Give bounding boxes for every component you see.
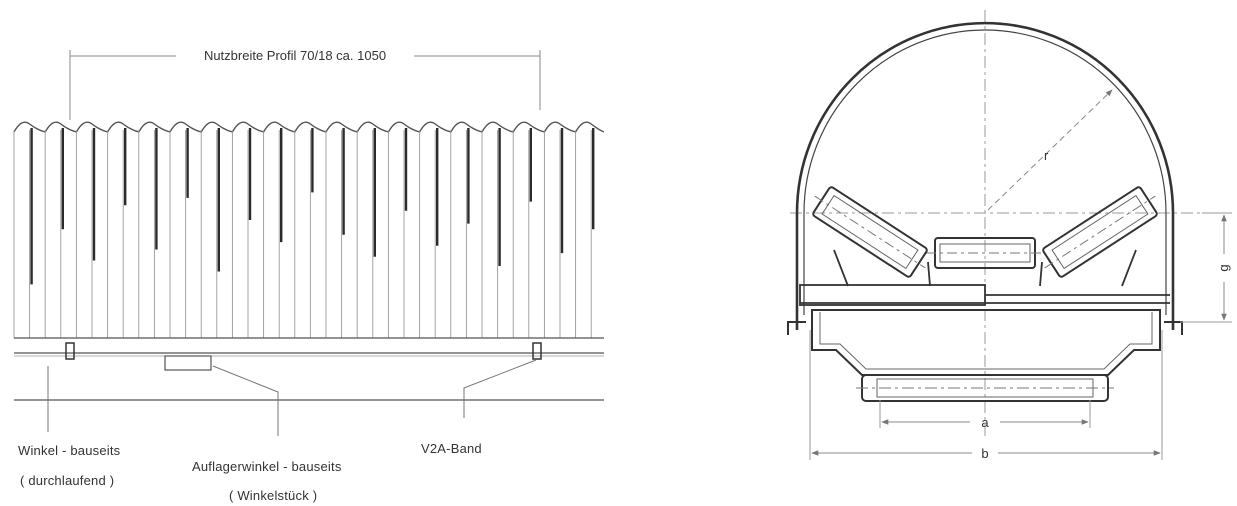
trough xyxy=(811,309,1161,376)
wing-idler-left xyxy=(812,186,928,278)
winkel-label-line1: Winkel - bauseits xyxy=(18,443,121,458)
dimension-g-label: g xyxy=(1216,264,1231,271)
dimension-b-label: b xyxy=(981,446,988,461)
corrugated-profile-elevation: Nutzbreite Profil 70/18 ca. 1050 xyxy=(13,48,605,436)
radius-label: r xyxy=(1044,148,1049,163)
corrugated-sheet xyxy=(13,121,605,338)
band-label: V2A-Band xyxy=(421,441,482,456)
winkel-label-line2: ( durchlaufend ) xyxy=(20,473,115,488)
base-rails xyxy=(14,337,604,401)
wing-idler-right xyxy=(1042,186,1158,278)
auflager-label-line1: Auflagerwinkel - bauseits xyxy=(192,459,342,474)
conveyor-cross-section: r xyxy=(787,10,1232,461)
width-dimension: Nutzbreite Profil 70/18 ca. 1050 xyxy=(69,48,541,120)
sheet-top-edge xyxy=(13,121,605,133)
hood-outer xyxy=(795,21,1175,330)
dimension-a-label: a xyxy=(981,415,989,430)
width-dimension-label: Nutzbreite Profil 70/18 ca. 1050 xyxy=(204,48,386,63)
leader-lines xyxy=(47,359,537,436)
hood-inner xyxy=(803,29,1167,315)
auflager-label-line2: ( Winkelstück ) xyxy=(229,488,318,503)
